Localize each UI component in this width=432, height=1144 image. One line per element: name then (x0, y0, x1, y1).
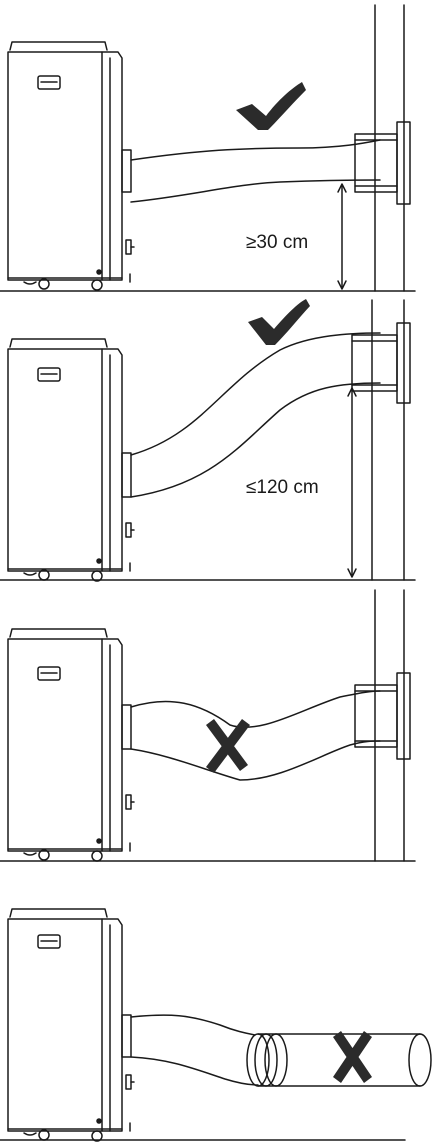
exhaust-hose (130, 332, 381, 498)
air-conditioner-unit (7, 908, 135, 1142)
panel-min-height: ≥30 cm (0, 0, 432, 295)
cross-icon (333, 1031, 372, 1083)
checkmark-icon (236, 82, 306, 130)
window-adapter (351, 322, 411, 404)
exhaust-hose (130, 139, 381, 203)
exhaust-hose (130, 690, 381, 781)
wall (371, 299, 405, 581)
air-conditioner-unit (7, 41, 135, 291)
air-conditioner-unit (7, 628, 135, 862)
dimension-arrow (337, 183, 347, 290)
checkmark-icon (248, 299, 310, 345)
max-height-label: ≤120 cm (246, 477, 319, 498)
panel-extended-hose (0, 865, 432, 1144)
wall (374, 4, 405, 292)
exhaust-hose (130, 1014, 259, 1086)
air-conditioner-unit (7, 338, 135, 582)
min-height-label: ≥30 cm (246, 232, 308, 253)
window-adapter (354, 672, 411, 760)
window-adapter (354, 121, 411, 205)
wall (374, 589, 405, 862)
dimension-arrow (347, 387, 357, 578)
panel-max-height: ≤120 cm (0, 295, 432, 585)
panel-sagging-hose (0, 585, 432, 865)
cross-icon (206, 719, 250, 773)
